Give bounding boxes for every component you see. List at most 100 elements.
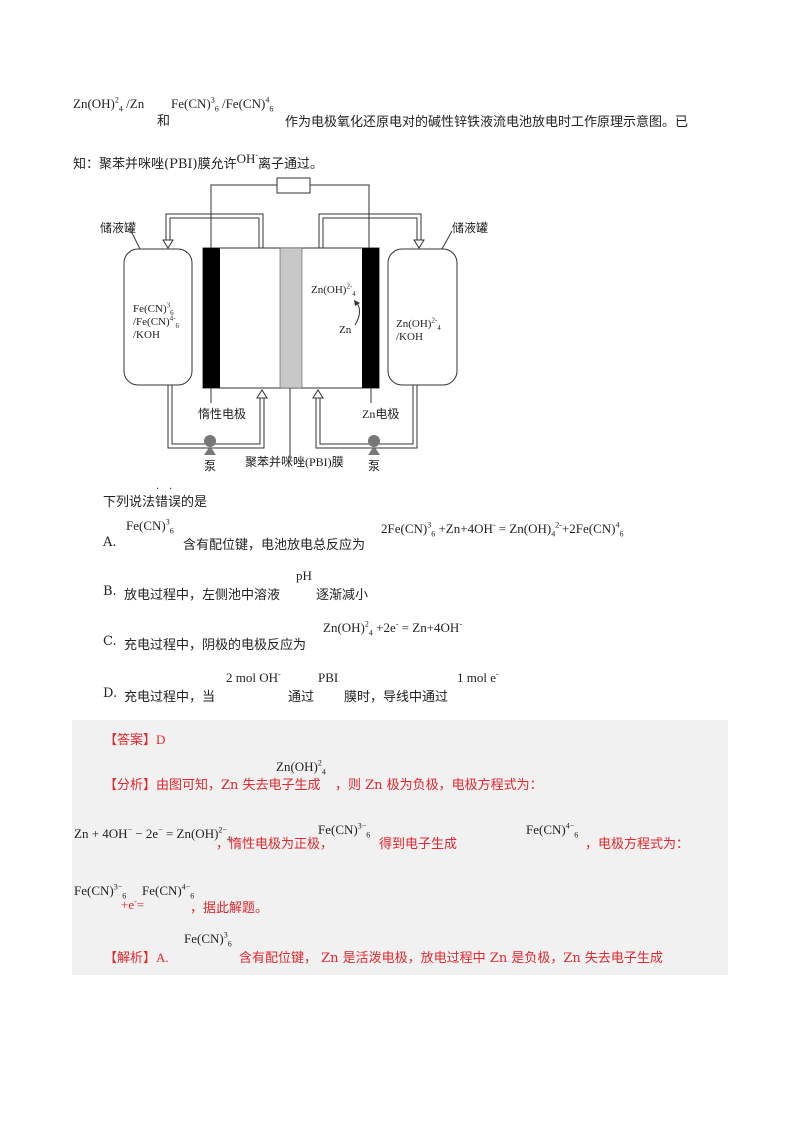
- option-d-electrons: 1 mol e-: [457, 670, 499, 686]
- sup: −: [127, 825, 133, 835]
- sup: 2: [317, 758, 322, 768]
- sup: 4-: [169, 314, 176, 323]
- sup: -: [134, 896, 137, 906]
- sup: 2-: [431, 316, 438, 325]
- option-d-text3: 膜时，导线中通过: [344, 690, 449, 705]
- membrane-label: 聚苯并咪唑(PBI)膜: [245, 455, 344, 469]
- formula-text: Fe(CN): [184, 931, 224, 946]
- formula-text: Zn + 4OH: [74, 826, 128, 841]
- analysis-formula-ferrocyanide: Fe(CN)4−6: [526, 821, 579, 840]
- sub: 6: [170, 309, 174, 318]
- sup: −: [158, 825, 163, 835]
- sub: 6: [227, 939, 232, 949]
- formula-text: /Fe(CN): [218, 96, 266, 111]
- tank-left-label: 储液罐: [100, 221, 137, 235]
- sub: 6: [122, 891, 127, 901]
- formula-text: = Zn(OH): [162, 826, 219, 841]
- explain-text: 含有配位键， Zn 是活泼电极，放电过程中 Zn 是负极，Zn 失去电子生成: [239, 951, 663, 966]
- option-c-equation: Zn(OH)24 +2e- = Zn+4OH-: [323, 619, 462, 637]
- formula-text: +2e: [372, 620, 396, 635]
- option-letter: C.: [103, 634, 117, 649]
- formula-text: = Zn(OH): [495, 521, 552, 536]
- formula-text: 2 mol OH: [226, 670, 278, 685]
- ion-formula: OH-: [237, 151, 258, 166]
- sub: 4: [321, 767, 326, 777]
- formula-text: = Zn+4OH: [398, 620, 460, 635]
- intro-formula-ferricyanide: Fe(CN)36 /Fe(CN)46: [171, 95, 274, 114]
- option-d-text1: 充电过程中，当: [124, 690, 216, 705]
- sup: -: [255, 150, 259, 160]
- formula-text: +e: [121, 897, 135, 912]
- analysis-line3-end: ，据此解题。: [190, 901, 269, 916]
- formula-text: Fe(CN): [133, 303, 167, 315]
- formula-text: Zn(OH): [323, 620, 365, 635]
- formula-text: 1 mol e: [457, 670, 496, 685]
- analysis-line2-text: ，惰性电极为正极，: [216, 837, 334, 852]
- analysis-formula-ferricyanide: Fe(CN)3−6: [318, 821, 371, 840]
- intro-line1-text: 作为电极氧化还原电对的碱性锌铁液流电池放电时工作原理示意图。已: [285, 115, 689, 130]
- diagram-shapes: [123, 177, 458, 458]
- formula-text: Fe(CN): [126, 518, 166, 533]
- explain-line: 【解析】A.: [104, 947, 169, 966]
- sup: 2−: [218, 825, 227, 835]
- explain-option: A.: [156, 950, 169, 965]
- formula-text: /KOH: [133, 329, 160, 341]
- option-letter: A.: [103, 535, 117, 550]
- analysis-line2-end: ，电极方程式为：: [585, 837, 690, 852]
- formula-text: Zn(OH): [276, 759, 318, 774]
- analysis-fe-formula-2: Fe(CN)4−6: [142, 883, 195, 901]
- sup: 3: [210, 95, 215, 105]
- option-letter: D.: [103, 686, 118, 701]
- sup: -: [395, 619, 399, 629]
- emphasis-dots: ··: [156, 484, 183, 495]
- sup: 4−: [565, 821, 575, 831]
- formula-text: OH: [236, 151, 256, 166]
- sub: 4: [551, 529, 556, 539]
- sup: 3−: [113, 882, 123, 892]
- sup: 2-: [555, 520, 562, 530]
- answer-panel: [72, 720, 728, 975]
- sub: 6: [366, 830, 371, 840]
- option-d-text2: 通过: [288, 690, 315, 705]
- inner-species-zincate: Zn(OH)2-4: [311, 283, 356, 298]
- sup: 3−: [357, 821, 367, 831]
- intro-line2-text: 知：聚苯并咪唑(PBI)膜允许: [73, 157, 237, 172]
- sup: 3: [165, 517, 170, 527]
- inner-species-zn: Zn: [339, 324, 352, 336]
- formula-text: Fe(CN): [171, 96, 211, 111]
- option-b-text2: 逐渐减小: [316, 588, 369, 603]
- formula-text: Fe(CN): [318, 822, 358, 837]
- sup: -: [459, 619, 462, 629]
- option-a-text: 含有配位键，电池放电总反应为: [183, 538, 366, 553]
- question-stem: 下列说法错误的是: [103, 491, 207, 510]
- pump-right-label: 泵: [368, 459, 381, 473]
- option-a-equation: 2Fe(CN)36 +Zn+4OH- = Zn(OH)42-+2Fe(CN)46: [381, 520, 624, 539]
- sup: 4: [265, 95, 270, 105]
- sub: 6: [574, 830, 579, 840]
- sub: 6: [190, 891, 195, 901]
- sup: -: [496, 669, 499, 679]
- sub: 4: [437, 324, 441, 333]
- option-letter: B.: [103, 584, 117, 599]
- battery-diagram: 储液罐 储液罐 Fe(CN)36 /Fe(CN)4-6 /KOH Zn(OH)2…: [0, 0, 800, 500]
- tank-right-content: Zn(OH)2-4 /KOH: [396, 316, 441, 344]
- tank-left-content: Fe(CN)36 /Fe(CN)4-6 /KOH: [133, 302, 180, 342]
- analysis-fe-eq-mid: +e-=: [121, 897, 144, 913]
- sub: 6: [175, 322, 180, 331]
- sub: 6: [619, 529, 624, 539]
- sup: -: [278, 669, 281, 679]
- explain-formula: Fe(CN)36: [184, 930, 232, 949]
- sub: 4: [226, 834, 231, 844]
- formula-text: Zn(OH): [311, 284, 347, 296]
- sub: 6: [269, 104, 274, 114]
- sup: 3: [223, 930, 228, 940]
- formula-text: Fe(CN): [526, 822, 566, 837]
- formula-text: +2Fe(CN): [561, 521, 616, 536]
- sup: 3: [427, 520, 432, 530]
- sub: 6: [169, 526, 174, 536]
- intro-formula-zincate: Zn(OH)24 /Zn: [73, 95, 144, 113]
- formula-text: /KOH: [396, 331, 423, 343]
- sup: 2: [114, 95, 119, 105]
- sup: 2: [364, 619, 369, 629]
- intro-and: 和: [157, 114, 171, 129]
